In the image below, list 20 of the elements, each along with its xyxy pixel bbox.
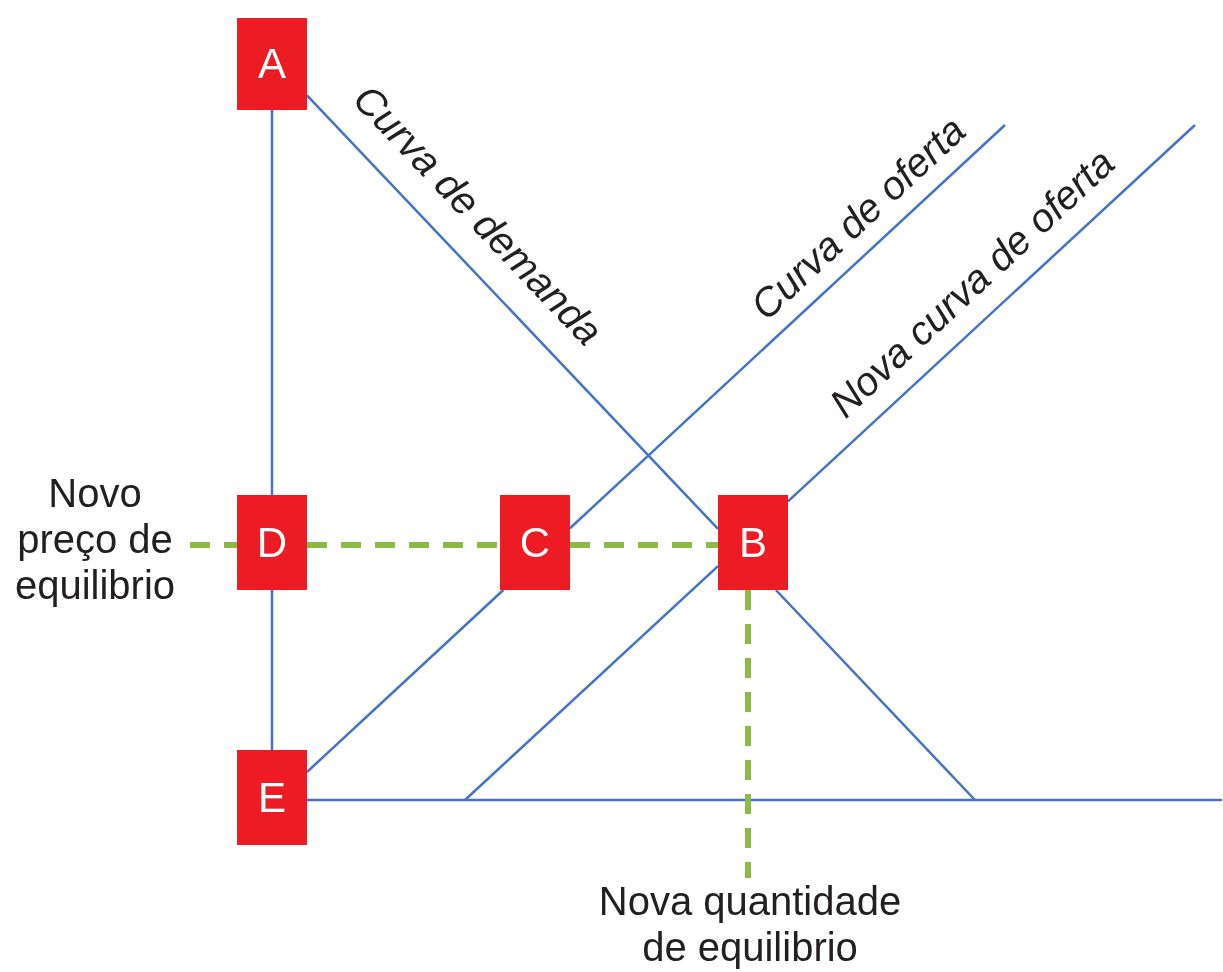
axis-label: Novo preço de equilibrio bbox=[0, 470, 190, 608]
axis-label: Nova quantidade de equilibrio bbox=[580, 878, 920, 970]
line bbox=[775, 589, 976, 801]
line bbox=[306, 94, 719, 530]
line bbox=[569, 124, 1006, 530]
line bbox=[306, 589, 505, 773]
letter-box: B bbox=[718, 495, 788, 590]
letter-box: C bbox=[500, 495, 570, 590]
letter-box: A bbox=[237, 18, 307, 110]
line bbox=[270, 590, 274, 750]
line bbox=[464, 565, 719, 801]
line bbox=[270, 110, 274, 495]
dashed-guide-line bbox=[307, 542, 500, 548]
dashed-guide-line bbox=[745, 590, 751, 878]
line bbox=[307, 798, 1222, 802]
dashed-guide-line bbox=[190, 542, 237, 548]
letter-box: E bbox=[237, 750, 307, 845]
line bbox=[787, 124, 1196, 503]
letter-box: D bbox=[237, 495, 307, 590]
dashed-guide-line bbox=[570, 542, 718, 548]
